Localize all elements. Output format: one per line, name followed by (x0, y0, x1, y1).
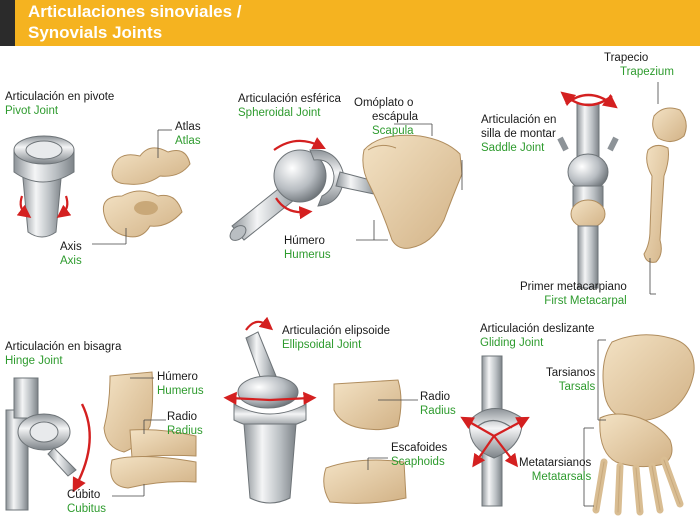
pivot-joint-model (13, 135, 75, 238)
header-bar: Articulaciones sinoviales / Synovials Jo… (0, 0, 700, 46)
title-english: Synovials Joints (28, 23, 163, 42)
radius-scaphoid-bones (323, 379, 407, 504)
atlas-label: Atlas Atlas (175, 121, 201, 147)
trapezium-label: Trapecio Trapezium (604, 52, 674, 78)
saddle-joint-label: Articulación en silla de montar Saddle J… (481, 114, 557, 154)
hinge-joint-label: Articulación en bisagra Hinge Joint (5, 341, 122, 367)
axis-label: Axis Axis (60, 241, 82, 267)
tarsals-label: Tarsianos Tarsals (546, 367, 596, 393)
radius-label-2: Radio Radius (420, 391, 456, 417)
joints-illustration (5, 82, 695, 516)
saddle-joint-model (557, 91, 619, 289)
hinge-joint-model (5, 377, 91, 511)
elbow-bones (103, 371, 197, 489)
scaphoid-label: Escafoides Scaphoids (391, 442, 448, 468)
title-spanish: Articulaciones sinoviales / (28, 2, 242, 21)
scapula-bone (362, 134, 463, 249)
first-metacarpal-label: Primer metacarpiano First Metacarpal (520, 281, 627, 307)
humerus-label-2: Húmero Humerus (157, 371, 204, 397)
spheroidal-joint-model (229, 137, 379, 241)
ellipsoidal-joint-label: Articulación elipsoide Ellipsoidal Joint (282, 325, 391, 351)
ellipsoidal-joint-model (223, 316, 317, 504)
spheroidal-joint-label: Articulación esférica Spheroidal Joint (238, 93, 341, 119)
scapula-label: Omóplato o escápula Scapula (354, 97, 419, 137)
radius-label-1: Radio Radius (167, 411, 203, 437)
trapezium-metacarpal-bones (643, 107, 687, 263)
atlas-axis-bones (102, 147, 191, 238)
header-accent (0, 0, 15, 46)
gliding-joint-model (460, 355, 530, 507)
foot-bones (592, 334, 695, 516)
gliding-joint-label: Articulación deslizante Gliding Joint (480, 323, 595, 349)
humerus-label-1: Húmero Humerus (284, 235, 331, 261)
pivot-joint-label: Articulación en pivote Pivot Joint (5, 91, 115, 117)
metatarsals-label: Metatarsianos Metatarsals (519, 457, 592, 483)
ulna-label: Cúbito Cubitus (67, 489, 106, 515)
